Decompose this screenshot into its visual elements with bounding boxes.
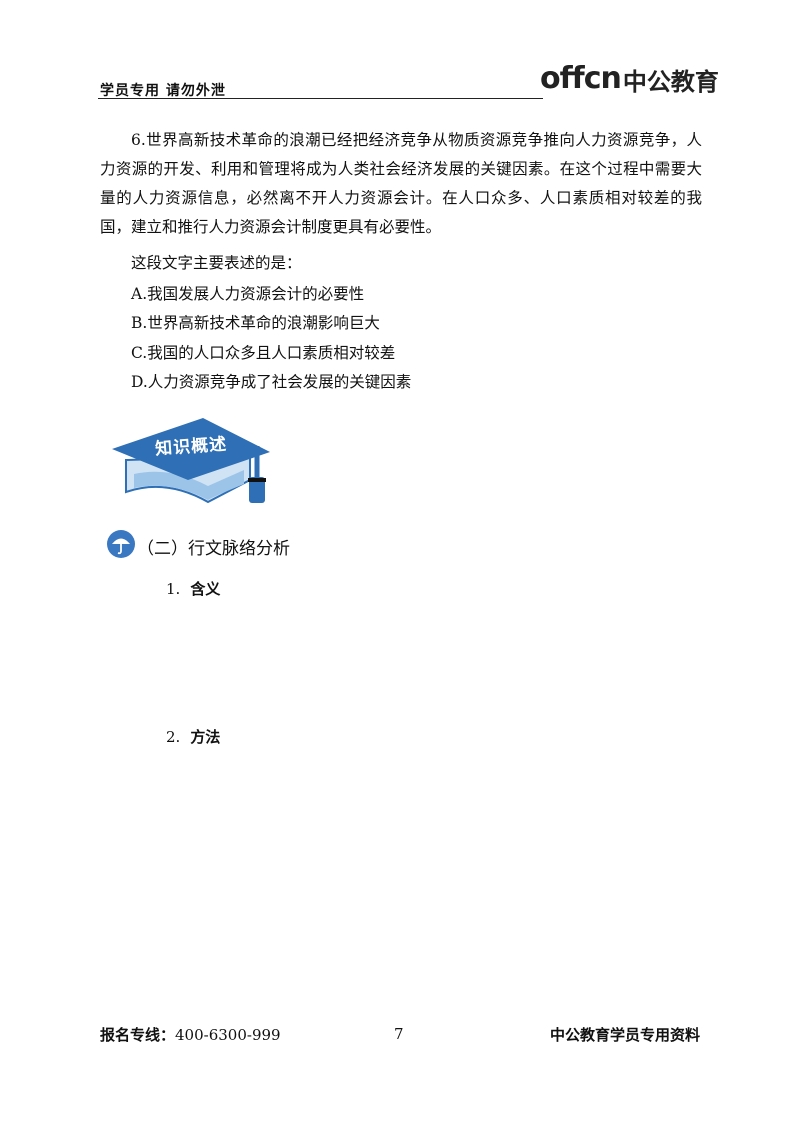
header-confidential-label: 学员专用 请勿外泄 — [100, 83, 226, 99]
hotline-number: 400-6300-999 — [175, 1026, 281, 1044]
subsection-meaning: 1. 含义 — [166, 578, 220, 599]
footer-hotline: 报名专线：400-6300-999 — [100, 1024, 281, 1045]
question-block: 6.世界高新技术革命的浪潮已经把经济竞争从物质资源竞争推向人力资源竞争，人力资源… — [100, 126, 702, 242]
subsection-label: 方法 — [190, 728, 221, 746]
header-rule — [98, 98, 543, 99]
logo-cn-text: 中公教育 — [622, 68, 719, 96]
offcn-logo: offcn 中公教育 — [540, 61, 719, 96]
footer-right-label: 中公教育学员专用资料 — [549, 1026, 700, 1044]
umbrella-icon — [107, 530, 135, 558]
option-d: D.人力资源竞争成了社会发展的关键因素 — [131, 372, 412, 391]
section-title: （二）行文脉络分析 — [137, 539, 290, 559]
option-list: A.我国发展人力资源会计的必要性 B.世界高新技术革命的浪潮影响巨大 C.我国的… — [131, 280, 411, 397]
hotline-label: 报名专线： — [100, 1026, 176, 1044]
subsection-label: 含义 — [190, 580, 221, 598]
logo-en-text: offcn — [540, 61, 622, 96]
question-prompt: 这段文字主要表述的是： — [131, 254, 302, 272]
option-b: B.世界高新技术革命的浪潮影响巨大 — [131, 314, 380, 333]
subsection-number: 2. — [166, 728, 181, 746]
graduation-cap-icon — [112, 418, 270, 504]
question-paragraph: 6.世界高新技术革命的浪潮已经把经济竞争从物质资源竞争推向人力资源竞争，人力资源… — [100, 131, 702, 236]
page-number: 7 — [394, 1025, 404, 1043]
option-a: A.我国发展人力资源会计的必要性 — [131, 285, 365, 303]
subsection-method: 2. 方法 — [166, 726, 220, 747]
subsection-number: 1. — [166, 580, 181, 598]
option-c: C.我国的人口众多且人口素质相对较差 — [131, 343, 396, 362]
